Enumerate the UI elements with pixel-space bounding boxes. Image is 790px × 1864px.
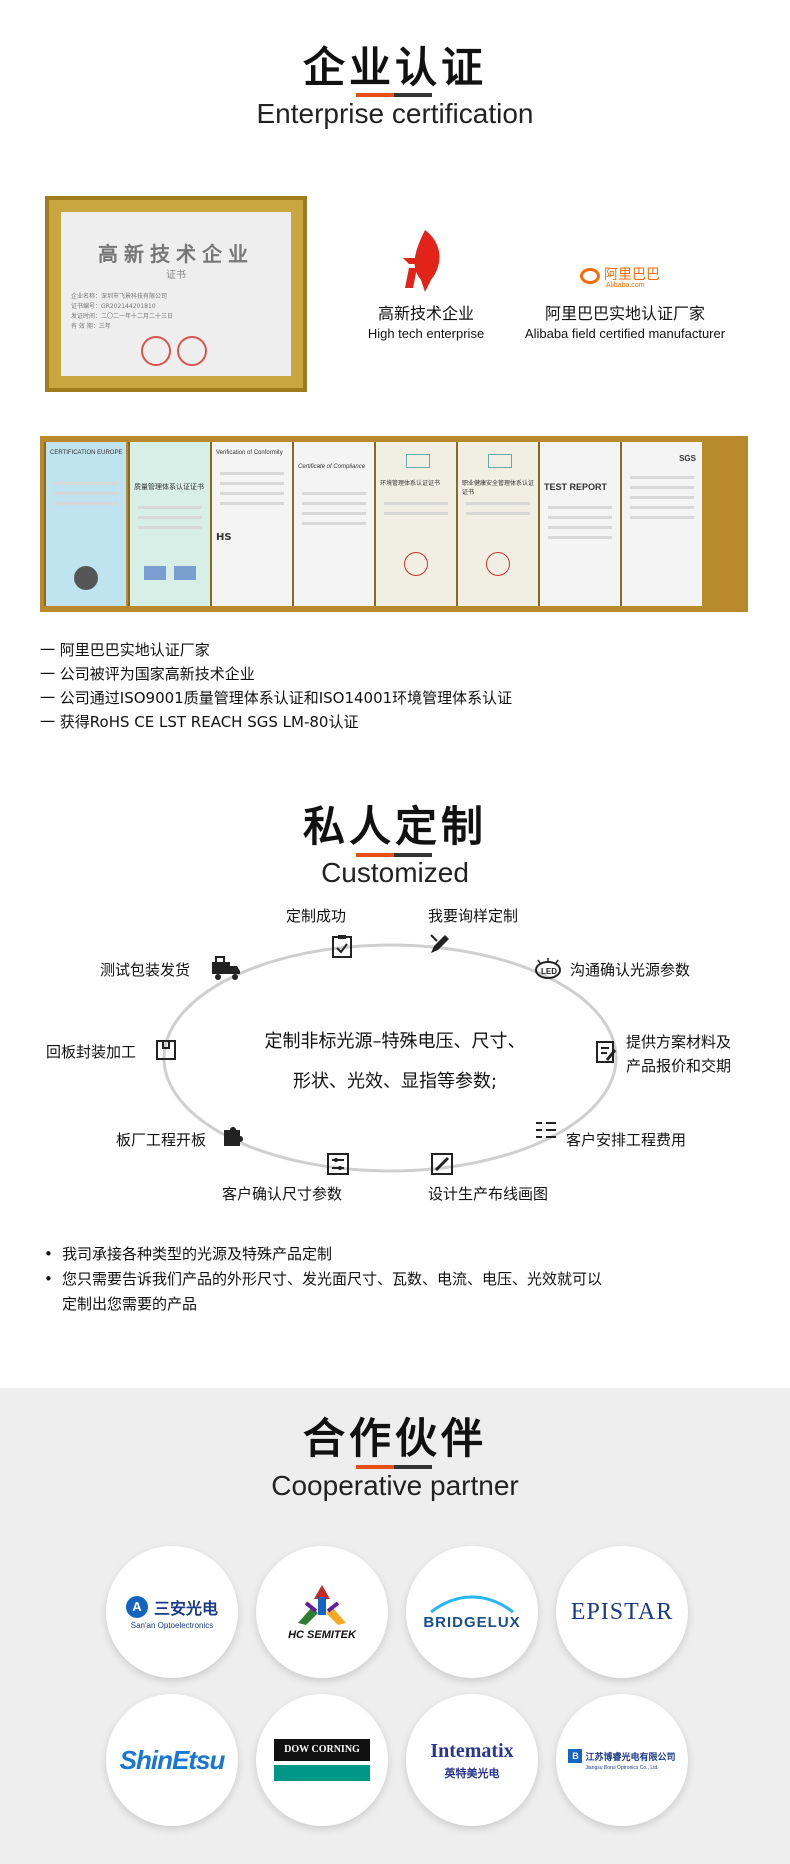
high-tech-label-en: High tech enterprise xyxy=(367,326,485,341)
high-tech-certificate: 高新技术企业 证书 企业名称：深圳市飞景科技有限公司 证书编号：GR202144… xyxy=(45,196,307,392)
package-icon xyxy=(154,1038,178,1062)
custom-title-cn: 私人定制 xyxy=(302,802,487,851)
certificate-thumb: 质量管理体系认证证书 xyxy=(128,442,210,606)
certificate-thumb: 环境管理体系认证证书 xyxy=(374,442,456,606)
custom-title-en: Customized xyxy=(321,857,469,888)
certificate-title: 高新技术企业 xyxy=(98,242,254,266)
clipboard-check-icon xyxy=(330,934,354,958)
certificate-line: 发证时间：二〇二一年十二月二十三日 xyxy=(71,313,174,320)
document-edit-icon xyxy=(594,1040,618,1064)
list-item: 一 获得RoHS CE LST REACH SGS LM-80认证 xyxy=(40,713,359,731)
title-underline-orange xyxy=(356,93,394,97)
list-item: 定制出您需要的产品 xyxy=(62,1295,198,1313)
step-label: 测试包装发货 xyxy=(100,961,191,979)
process-center-text: 定制非标光源–特殊电压、尺寸、 形状、光效、显指等参数; xyxy=(264,1031,526,1092)
step-label: 板厂工程开板 xyxy=(116,1131,207,1149)
certificate-thumb: Certificate of Compliance xyxy=(292,442,374,606)
list-item: •我司承接各种类型的光源及特殊产品定制 xyxy=(44,1245,333,1263)
list-check-icon xyxy=(534,1118,558,1142)
partner-title-cn: 合作伙伴 xyxy=(302,1414,487,1463)
step-label: 提供方案材料及 产品报价和交期 xyxy=(626,1033,732,1075)
step-label: 客户确认尺寸参数 xyxy=(222,1185,343,1203)
list-item: 一 公司通过ISO9001质量管理体系认证和ISO14001环境管理体系认证 xyxy=(40,689,513,707)
certificate-line: 证书编号：GR202144201810 xyxy=(71,303,156,310)
title-underline-dark xyxy=(394,1465,432,1469)
title-underline-dark xyxy=(394,93,432,97)
high-tech-label-cn: 高新技术企业 xyxy=(377,304,474,323)
delivery-truck-icon xyxy=(210,956,242,980)
list-item: •您只需要告诉我们产品的外形尺寸、发光面尺寸、瓦数、电流、电压、光效就可以 xyxy=(44,1270,603,1288)
certificate-thumb: SGS xyxy=(620,442,702,606)
certificate-thumb: CERTIFICATION EUROPE xyxy=(44,442,126,606)
high-tech-flame-icon xyxy=(395,228,451,294)
partner-logo-shinetsu: ShinEtsu xyxy=(106,1694,238,1826)
svg-text:LED: LED xyxy=(541,967,557,976)
certificate-line: 企业名称：深圳市飞景科技有限公司 xyxy=(71,293,168,300)
step-label: 客户安排工程费用 xyxy=(566,1131,687,1149)
title-underline-dark xyxy=(394,853,432,857)
step-label: 我要询样定制 xyxy=(428,907,519,925)
partner-logo-sanan: A 三安光电 San'an Optoelectronics xyxy=(106,1546,238,1678)
step-label: 设计生产布线画图 xyxy=(428,1185,549,1203)
partner-logo-hc-semitek: HC SEMITEK xyxy=(256,1546,388,1678)
certificate-subtitle: 证书 xyxy=(166,270,186,281)
list-item: 一 阿里巴巴实地认证厂家 xyxy=(40,641,210,659)
red-seal-icon xyxy=(141,336,171,366)
alibaba-label-cn: 阿里巴巴实地认证厂家 xyxy=(544,304,705,323)
step-label: 沟通确认光源参数 xyxy=(570,961,691,979)
step-label: 定制成功 xyxy=(286,907,347,925)
partner-logo-epistar: EPISTAR xyxy=(556,1546,688,1678)
list-item: 一 公司被评为国家高新技术企业 xyxy=(40,665,255,683)
step-label: 回板封装加工 xyxy=(46,1043,137,1061)
drawing-icon xyxy=(430,1152,454,1176)
partners-section: 合作伙伴 Cooperative partner A 三安光电 San'an O… xyxy=(0,1388,790,1864)
pencil-ruler-icon xyxy=(428,932,452,956)
enterprise-bullet-list: 一 阿里巴巴实地认证厂家 一 公司被评为国家高新技术企业 一 公司通过ISO90… xyxy=(40,638,760,734)
enterprise-title-cn: 企业认证 xyxy=(302,43,487,92)
partner-logo-intematix: Intematix 英特美光电 xyxy=(406,1694,538,1826)
title-underline-orange xyxy=(356,853,394,857)
enterprise-title-en: Enterprise certification xyxy=(256,98,534,129)
certificate-thumb: Verification of Conformity HS xyxy=(210,442,292,606)
certificate-thumb: TEST REPORT xyxy=(538,442,620,606)
sliders-icon xyxy=(326,1152,350,1176)
alibaba-logo-icon: 阿里巴巴 Alibaba.com xyxy=(580,264,670,296)
partner-logo-dow-corning: DOW CORNING xyxy=(256,1694,388,1826)
certificate-thumb: 职业健康安全管理体系认证证书 xyxy=(456,442,538,606)
title-underline-orange xyxy=(356,1465,394,1469)
puzzle-icon xyxy=(220,1124,244,1148)
partner-title-en: Cooperative partner xyxy=(271,1470,519,1501)
partner-logo-borui: B 江苏博睿光电有限公司 Jiangsu Borui Optronics Co.… xyxy=(556,1694,688,1826)
certificates-strip: CERTIFICATION EUROPE 质量管理体系认证证书 Verifica… xyxy=(40,436,748,612)
custom-bullet-list: •我司承接各种类型的光源及特殊产品定制 •您只需要告诉我们产品的外形尺寸、发光面… xyxy=(44,1242,764,1317)
partner-logo-bridgelux: BRIDGELUX xyxy=(406,1546,538,1678)
alibaba-label-en: Alibaba field certified manufacturer xyxy=(524,326,726,341)
red-seal-icon xyxy=(177,336,207,366)
led-bulb-icon: LED xyxy=(534,958,562,982)
certificate-line: 有 效 期：三年 xyxy=(71,323,111,330)
